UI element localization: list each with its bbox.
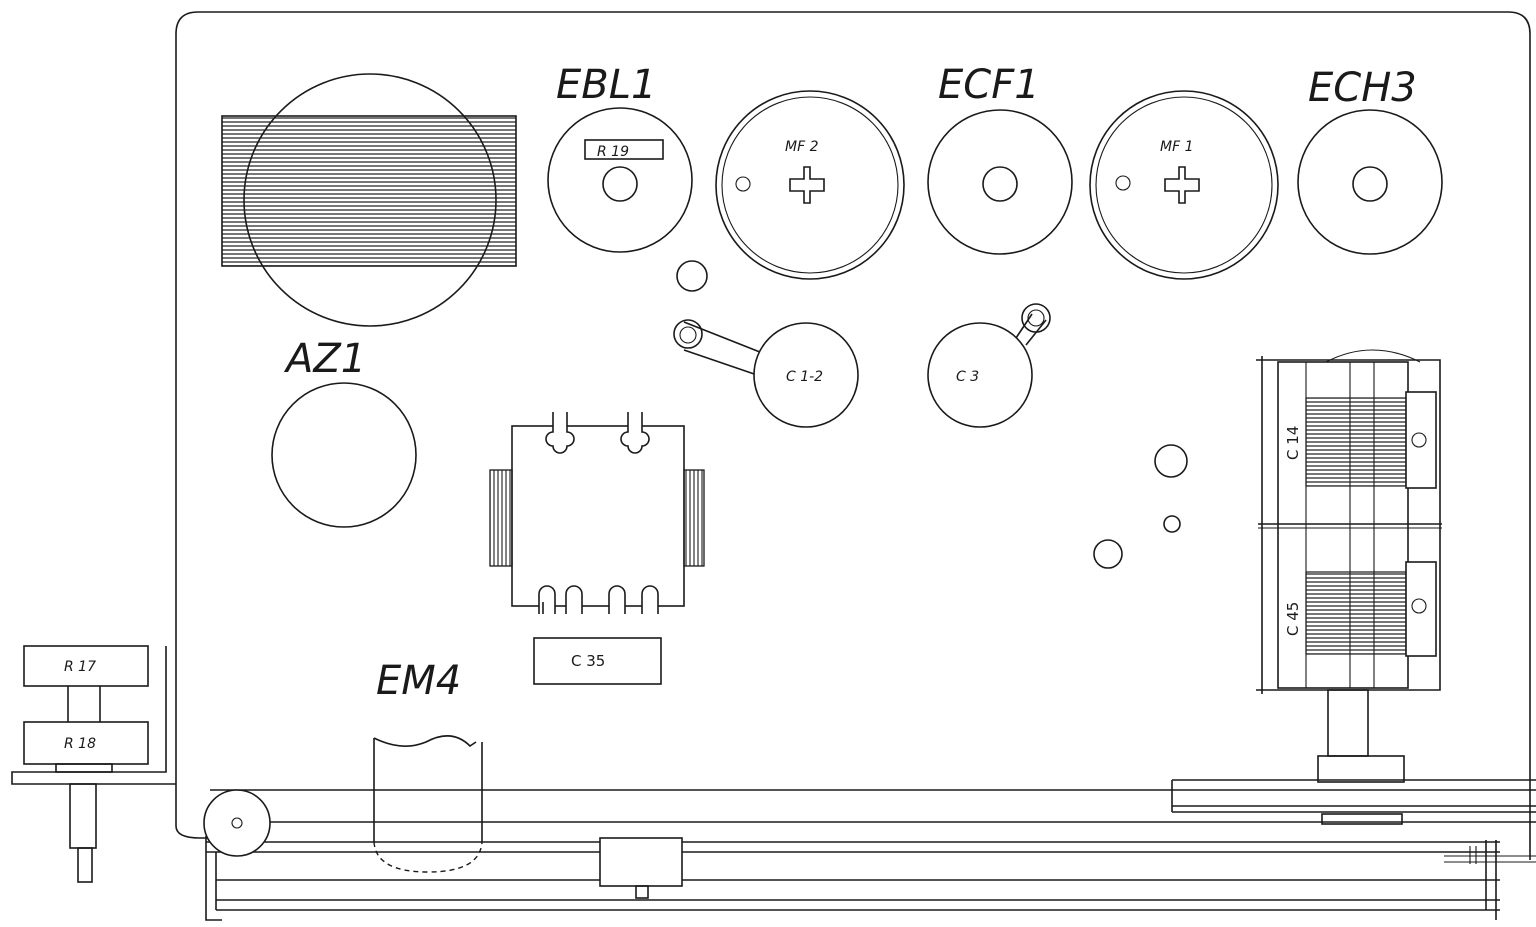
label-c35: C 35	[571, 652, 605, 670]
ech3-socket	[1297, 109, 1443, 255]
ech3-socket-hole	[1352, 166, 1388, 202]
r17-resistor	[23, 645, 149, 687]
transformer-winding-right	[683, 469, 705, 567]
power-transformer	[221, 115, 517, 267]
label-c14: C 14	[1284, 426, 1302, 460]
c12-lug-eye	[673, 319, 703, 349]
mf1-can-inner	[1095, 96, 1273, 274]
label-r17: R 17	[64, 659, 96, 675]
r18-resistor	[23, 721, 149, 765]
r17-r18-bracket	[11, 645, 176, 883]
hole	[1154, 444, 1188, 478]
label-ecf1: ECF1	[938, 62, 1040, 108]
label-r19: R 19	[597, 144, 629, 160]
r19-resistor	[584, 139, 664, 160]
c45-plates	[1305, 571, 1407, 655]
mf2-small-hole	[735, 176, 751, 192]
c3-capacitor	[927, 322, 1033, 428]
c12-capacitor	[753, 322, 859, 428]
em4-tube	[373, 735, 483, 873]
label-c3: C 3	[956, 369, 979, 385]
label-mf2: MF 2	[785, 139, 819, 155]
hole	[676, 260, 708, 292]
tuning-capacitor	[1256, 349, 1442, 825]
mf1-small-hole	[1115, 175, 1131, 191]
label-az1: AZ1	[283, 336, 366, 382]
label-c45: C 45	[1284, 602, 1302, 636]
label-ech3: ECH3	[1308, 65, 1417, 111]
c14-plates	[1305, 397, 1407, 487]
label-em4: EM4	[376, 658, 461, 704]
label-mf1: MF 1	[1160, 139, 1194, 155]
ebl1-socket-hole	[602, 166, 638, 202]
ecf1-socket	[927, 109, 1073, 255]
az1-socket	[271, 382, 417, 528]
mf1-can-outer	[1089, 90, 1279, 280]
mf2-can-inner	[721, 96, 899, 274]
mf2-trimmer	[789, 166, 825, 204]
hole	[1163, 515, 1181, 533]
c35-capacitor	[533, 637, 662, 685]
c12-lug	[683, 321, 771, 377]
ecf1-socket-hole	[982, 166, 1018, 202]
mf1-trimmer	[1164, 166, 1200, 204]
label-ebl1: EBL1	[556, 62, 656, 108]
chassis-plate	[175, 11, 1531, 860]
c12-lug-eye-inner	[679, 326, 697, 344]
dial-pulley	[203, 789, 271, 857]
c3-lug-eye	[1021, 303, 1051, 333]
pointer-slider	[599, 837, 683, 887]
c3-lug	[1015, 313, 1047, 346]
mf2-can-outer	[715, 90, 905, 280]
transformer-top-lugs	[545, 412, 650, 454]
hole	[1093, 539, 1123, 569]
transformer-winding-left	[489, 469, 513, 567]
dial-pulley-hub	[231, 817, 243, 829]
c3-lug-eye-inner	[1027, 309, 1045, 327]
dial-drive	[203, 779, 1536, 921]
label-c12: C 1-2	[786, 369, 823, 385]
transformer-bottom-lugs	[538, 585, 659, 614]
label-r18: R 18	[64, 736, 96, 752]
ebl1-socket	[547, 107, 693, 253]
output-transformer-core	[511, 425, 685, 607]
